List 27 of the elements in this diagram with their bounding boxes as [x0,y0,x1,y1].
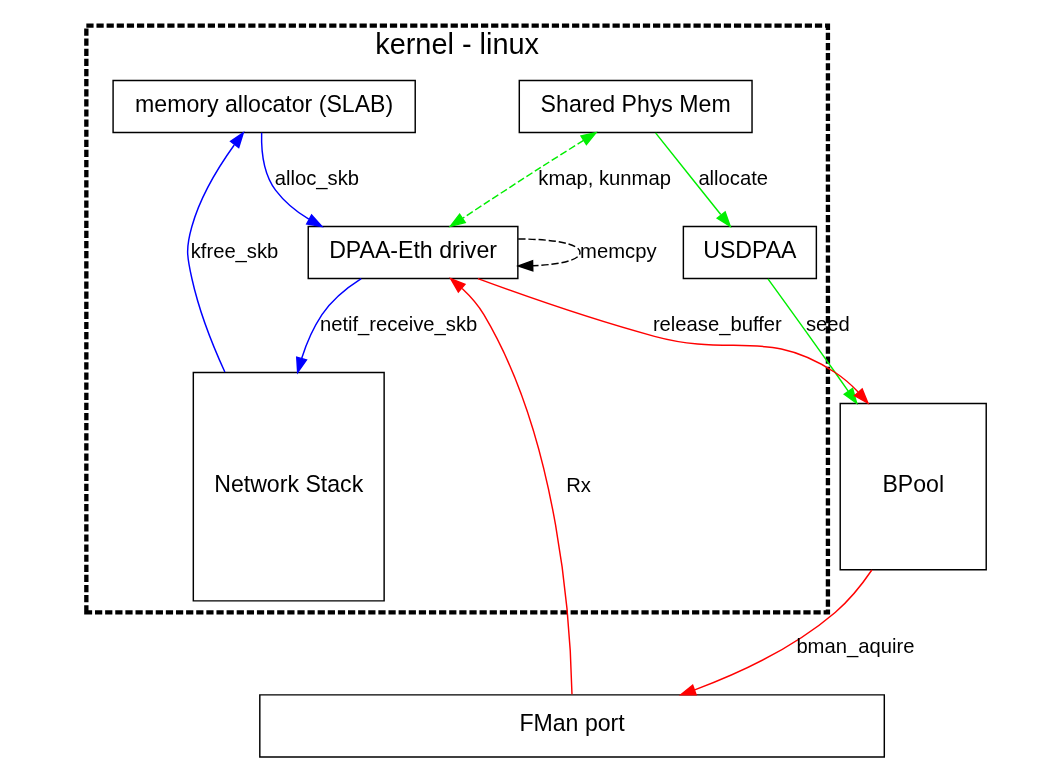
edge-label: bman_aquire [796,635,915,658]
arrow [260,131,324,228]
edge-label: alloc_skb [274,166,360,189]
edge-label: release_buffer [652,312,782,335]
node-box: memory allocator (SLAB) [112,79,416,134]
node-box: DPAA-Eth driver [307,225,519,280]
arrow [295,277,362,375]
node-box: BPool [839,402,987,571]
node-box: USDPAA [682,225,818,280]
arrow [449,277,573,696]
edge-label: netif_receive_skb [319,312,478,335]
arrow [654,132,732,229]
edge-label: allocate [698,166,769,189]
edge-label: seed [806,312,850,335]
node-box: Network Stack [192,371,385,602]
edge-label: kmap, kunmap [538,166,671,189]
edge-label: memcpy [580,239,657,262]
arrow [448,131,598,228]
arrow [477,277,870,405]
arrow [767,278,858,405]
arrow [186,131,245,373]
edge-label: Rx [566,474,591,497]
arrow [516,238,581,272]
node-box: FMan port [259,694,886,758]
node-box: Shared Phys Mem [518,79,753,134]
edge-label: kfree_skb [190,239,279,262]
arrow [678,569,873,696]
